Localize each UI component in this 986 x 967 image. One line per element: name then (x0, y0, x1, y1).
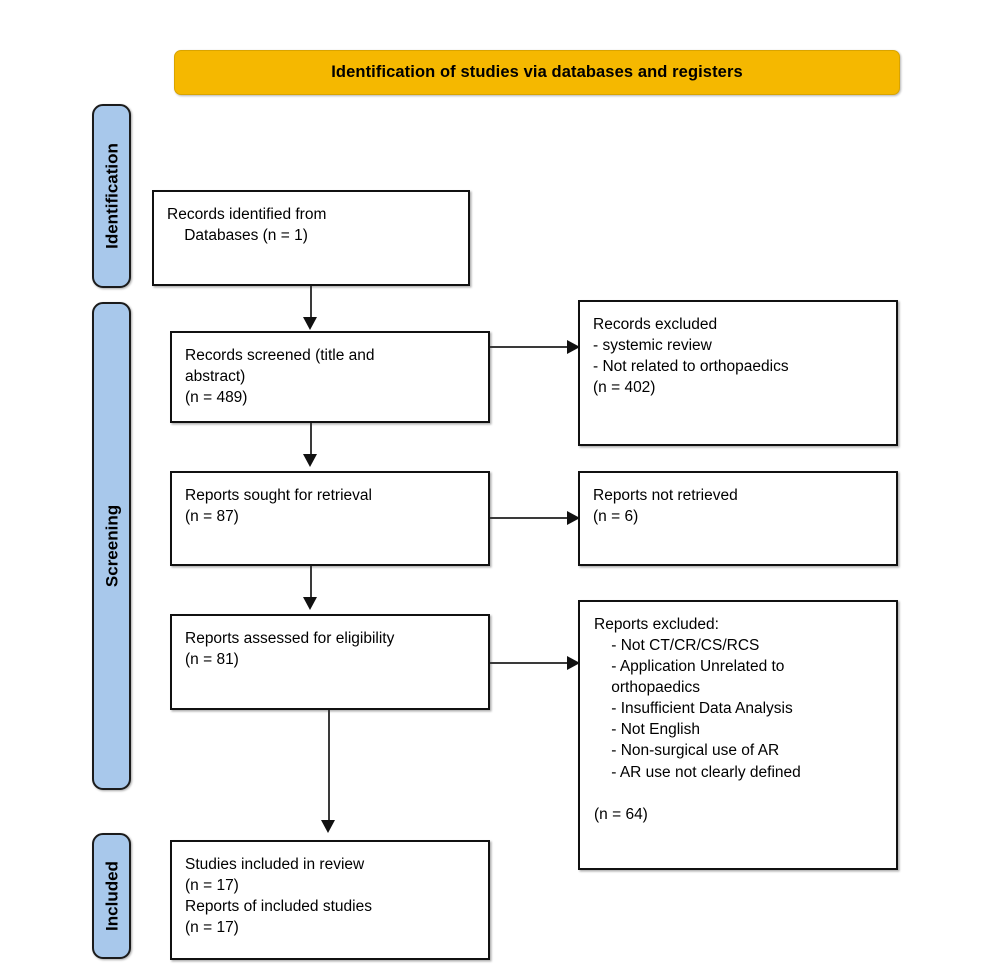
arrowhead-screened-to-excluded (567, 340, 580, 354)
stage-included-label: Included (102, 861, 121, 931)
node-reports-not-retrieved: Reports not retrieved (n = 6) (578, 471, 898, 566)
stage-identification: Identification (92, 104, 131, 288)
arrowhead-screened-to-sought (303, 454, 317, 467)
identification-banner: Identification of studies via databases … (174, 50, 900, 95)
connector-screened-to-excluded (490, 346, 571, 348)
node-reports-sought: Reports sought for retrieval (n = 87) (170, 471, 490, 566)
connector-sought-to-assessed (310, 566, 312, 601)
stage-screening: Screening (92, 302, 131, 790)
stage-identification-label: Identification (102, 143, 121, 249)
arrowhead-assessed-to-excluded (567, 656, 580, 670)
node-records-excluded: Records excluded - systemic review - Not… (578, 300, 898, 446)
connector-assessed-to-excluded (490, 662, 571, 664)
node-studies-included: Studies included in review (n = 17) Repo… (170, 840, 490, 960)
connector-identified-to-screened (310, 286, 312, 321)
arrowhead-sought-to-not-retrieved (567, 511, 580, 525)
stage-included: Included (92, 833, 131, 959)
connector-sought-to-not-retrieved (490, 517, 571, 519)
arrowhead-assessed-to-included (321, 820, 335, 833)
arrowhead-identified-to-screened (303, 317, 317, 330)
node-records-identified: Records identified from Databases (n = 1… (152, 190, 470, 286)
stage-screening-label: Screening (102, 504, 121, 588)
arrowhead-sought-to-assessed (303, 597, 317, 610)
node-reports-assessed: Reports assessed for eligibility (n = 81… (170, 614, 490, 710)
banner-title: Identification of studies via databases … (331, 63, 743, 81)
node-records-screened: Records screened (title and abstract) (n… (170, 331, 490, 423)
connector-assessed-to-included (328, 710, 330, 824)
node-reports-excluded-detail: Reports excluded: - Not CT/CR/CS/RCS - A… (578, 600, 898, 870)
connector-screened-to-sought (310, 423, 312, 458)
